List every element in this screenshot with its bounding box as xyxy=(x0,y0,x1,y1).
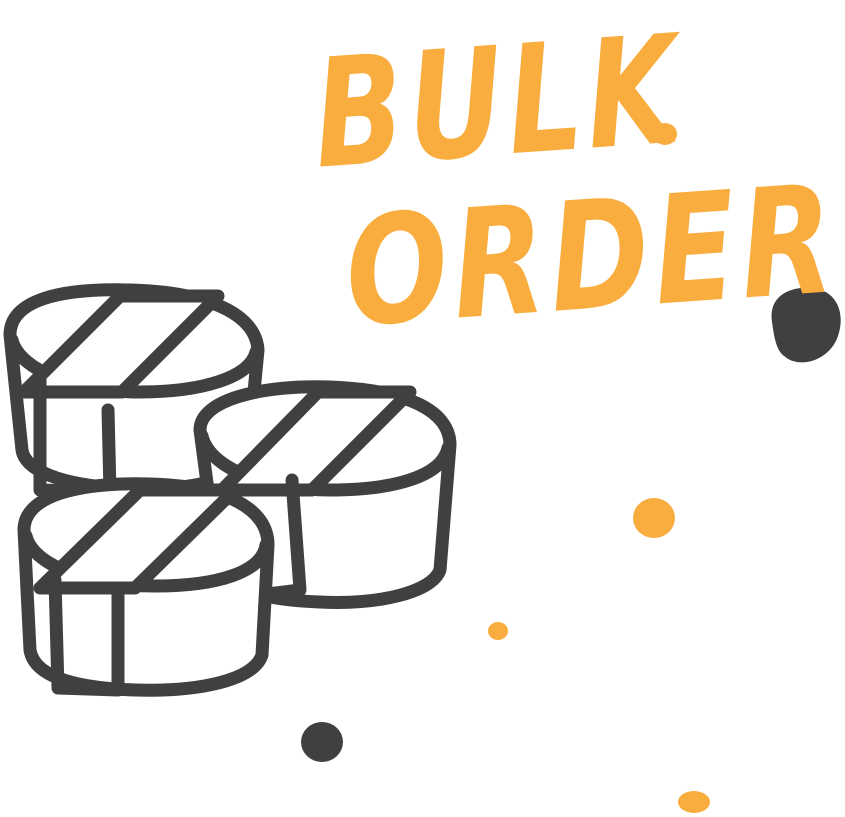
headline-line-1: BULK xyxy=(308,3,688,203)
paint-dot xyxy=(633,498,675,538)
headline-line-2: ORDER xyxy=(340,153,844,361)
paint-dot xyxy=(301,722,343,762)
paint-dots-icon xyxy=(301,123,841,813)
paint-dot xyxy=(678,791,710,813)
paint-dot xyxy=(653,123,677,145)
sushi-roll-front xyxy=(17,477,275,697)
paint-dot xyxy=(488,622,508,640)
paint-dot xyxy=(771,287,841,363)
headline: BULK ORDER xyxy=(0,0,845,400)
sushi-roll-back-left xyxy=(3,283,265,499)
